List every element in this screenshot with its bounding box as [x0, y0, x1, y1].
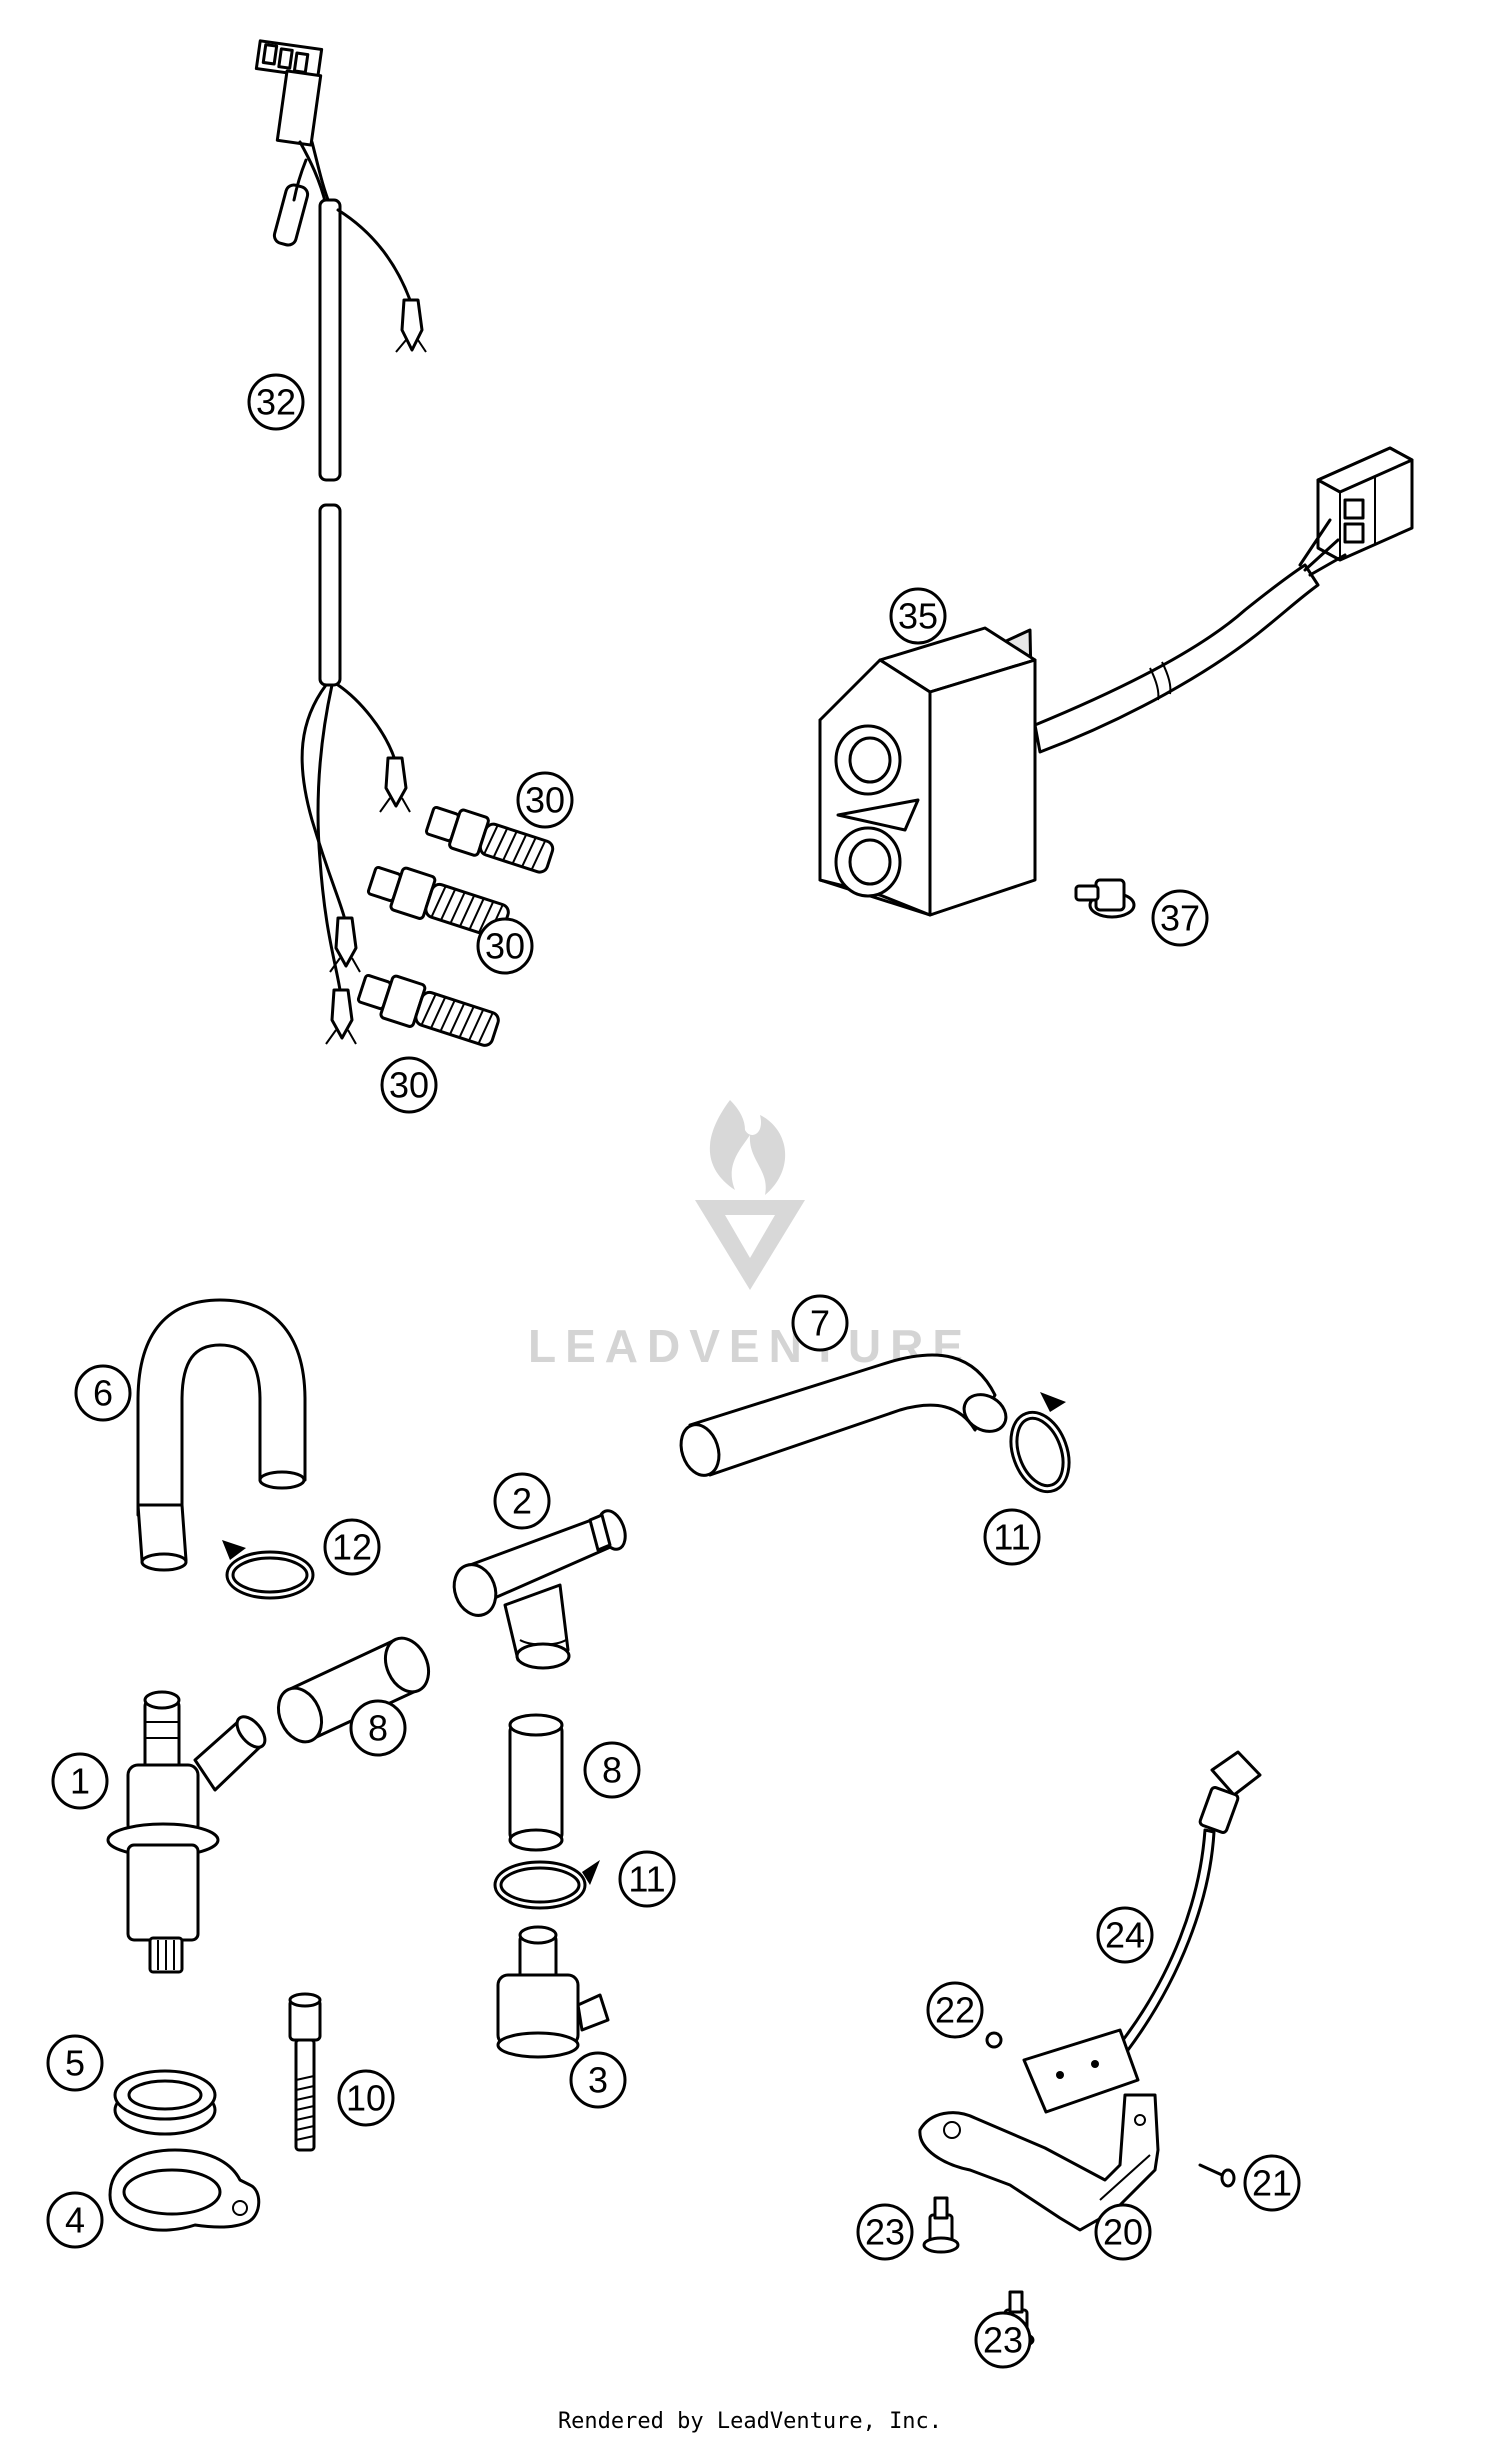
svg-text:3: 3 — [588, 2060, 608, 2101]
part-21-screw — [1198, 2163, 1236, 2188]
svg-text:2: 2 — [512, 1481, 532, 1522]
part-6-u-hose — [136, 1298, 307, 1572]
svg-text:1: 1 — [70, 1761, 90, 1802]
svg-text:20: 20 — [1103, 2212, 1143, 2253]
part-20-bracket — [918, 2093, 1160, 2232]
svg-text:30: 30 — [485, 926, 525, 967]
part-32-wiring-harness — [254, 39, 427, 1045]
part-37-screw — [1074, 878, 1136, 919]
callout-23-1: 23 — [856, 2203, 914, 2261]
callout-21: 21 — [1243, 2154, 1301, 2212]
svg-text:11: 11 — [628, 1859, 665, 1900]
part-12-hose-clamp — [222, 1540, 315, 1600]
svg-text:30: 30 — [389, 1065, 429, 1106]
part-10-bolt — [288, 1992, 322, 2152]
part-5-seal-ring — [113, 2069, 217, 2136]
svg-text:23: 23 — [983, 2320, 1023, 2361]
svg-text:32: 32 — [256, 382, 296, 423]
svg-text:6: 6 — [93, 1373, 113, 1414]
svg-text:8: 8 — [602, 1750, 622, 1791]
callout-32: 32 — [247, 373, 305, 431]
callout-35: 35 — [889, 587, 947, 645]
svg-text:12: 12 — [332, 1527, 372, 1568]
leadventure-watermark: LEADVENTURE — [528, 1100, 963, 1372]
svg-text:7: 7 — [810, 1303, 830, 1344]
callout-4: 4 — [46, 2191, 104, 2249]
callout-3: 3 — [569, 2051, 627, 2109]
svg-text:24: 24 — [1105, 1915, 1145, 1956]
part-7-elbow-hose — [679, 1353, 1008, 1477]
callout-11-2: 11 — [618, 1850, 676, 1908]
part-30-temperature-sensor-1 — [424, 805, 555, 874]
part-35-switch-assembly — [818, 446, 1414, 917]
svg-text:30: 30 — [525, 780, 565, 821]
callout-30-3: 30 — [380, 1056, 438, 1114]
part-24-sensor-lead — [1022, 1750, 1262, 2114]
callout-2: 2 — [493, 1472, 551, 1530]
callout-22: 22 — [926, 1981, 984, 2039]
part-23-bolt-1 — [922, 2196, 960, 2254]
part-3-elbow-fitting — [496, 1925, 610, 2059]
svg-text:22: 22 — [935, 1990, 975, 2031]
callout-8-2: 8 — [583, 1741, 641, 1799]
part-30-temperature-sensor-3 — [356, 973, 500, 1047]
callout-10: 10 — [337, 2069, 395, 2127]
svg-text:23: 23 — [865, 2212, 905, 2253]
svg-text:4: 4 — [65, 2200, 85, 2241]
callout-11-1: 11 — [983, 1508, 1041, 1566]
callout-6: 6 — [74, 1364, 132, 1422]
svg-text:35: 35 — [898, 596, 938, 637]
callout-5: 5 — [46, 2034, 104, 2092]
callout-20: 20 — [1094, 2203, 1152, 2261]
part-8-hose-1 — [276, 1636, 431, 1744]
part-22-nut — [985, 2031, 1003, 2049]
callout-7: 7 — [791, 1294, 849, 1352]
svg-text:8: 8 — [368, 1708, 388, 1749]
callout-30-2: 30 — [476, 917, 534, 975]
svg-text:10: 10 — [346, 2078, 386, 2119]
part-11-hose-clamp-1 — [1009, 1392, 1071, 1494]
callout-1: 1 — [51, 1752, 109, 1810]
callout-30-1: 30 — [516, 771, 574, 829]
part-1-valve — [106, 1690, 267, 1974]
callout-24: 24 — [1096, 1906, 1154, 1964]
callout-37: 37 — [1151, 889, 1209, 947]
svg-text:11: 11 — [993, 1517, 1030, 1558]
part-2-t-connector — [452, 1509, 627, 1670]
callout-23-2: 23 — [974, 2311, 1032, 2369]
footer-credit: Rendered by LeadVenture, Inc. — [558, 2409, 942, 2434]
part-8-hose-2 — [508, 1713, 564, 1852]
part-11-hose-clamp-2 — [493, 1860, 600, 1910]
part-4-flange-gasket — [108, 2148, 261, 2232]
callout-8-1: 8 — [349, 1699, 407, 1757]
svg-text:37: 37 — [1160, 898, 1200, 939]
svg-text:21: 21 — [1252, 2163, 1292, 2204]
svg-text:5: 5 — [65, 2043, 85, 2084]
callout-12: 12 — [323, 1518, 381, 1576]
